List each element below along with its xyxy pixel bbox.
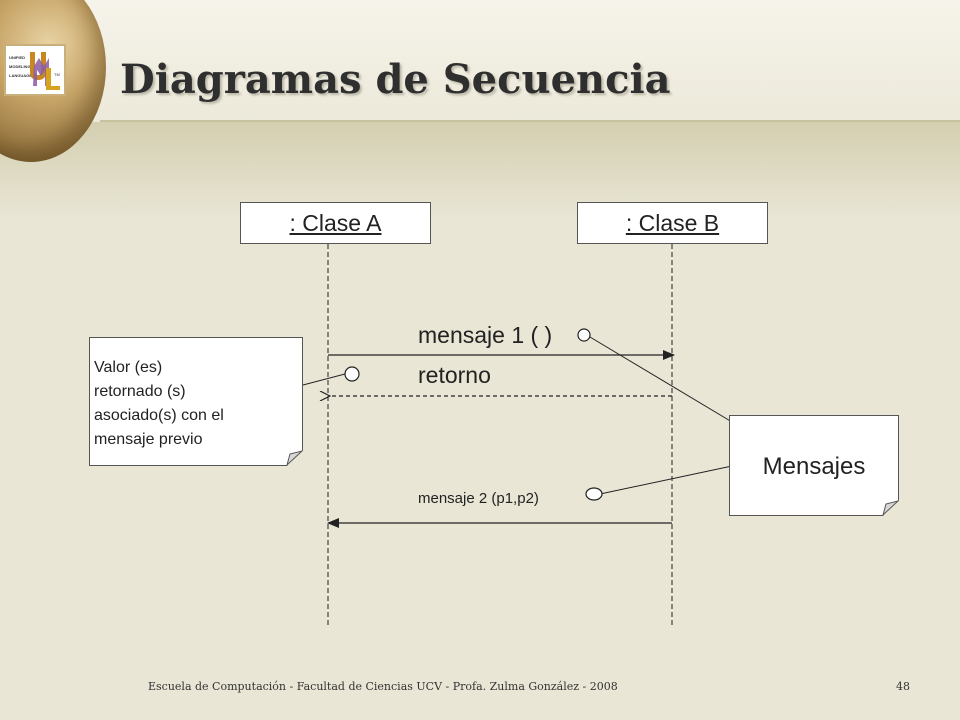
uml-logo: UNIFIED MODELING LANGUAGE TM (4, 44, 66, 96)
note-return-values: Valor (es) retornado (s) asociado(s) con… (89, 337, 303, 466)
note-line: mensaje previo (94, 431, 203, 448)
logo-l-shape (46, 68, 60, 90)
connector-retorno-note (302, 373, 346, 386)
note-mensajes: Mensajes (729, 415, 899, 516)
header-band (0, 122, 960, 220)
logo-trademark: TM (54, 72, 60, 77)
connector-mensaje2-note (599, 465, 733, 495)
slide-footer: Escuela de Computación - Facultad de Cie… (148, 680, 618, 693)
return-label: retorno (418, 362, 491, 388)
message-2-label: mensaje 2 (p1,p2) (418, 490, 539, 507)
message-1-label: mensaje 1 ( ) (418, 322, 553, 348)
note-right-fold (882, 500, 899, 516)
logo-line-2: MODELING (9, 64, 31, 69)
note-mensajes-label: Mensajes (762, 453, 866, 480)
logo-line-1: UNIFIED (9, 55, 25, 60)
logo-m-shape (33, 58, 49, 86)
message-2-anchor (585, 487, 603, 501)
lifeline-box-clase-b: : Clase B (577, 202, 768, 244)
note-line: asociado(s) con el (94, 407, 224, 424)
header-divider (100, 120, 960, 122)
message-1-anchor (577, 328, 591, 342)
logo-line-3: LANGUAGE (9, 73, 32, 78)
lifeline-label-clase-b: : Clase B (625, 210, 720, 236)
lifeline-label-clase-a: : Clase A (289, 210, 382, 236)
lifeline-box-clase-a: : Clase A (240, 202, 431, 244)
slide-title: Diagramas de Secuencia (120, 56, 671, 103)
note-left-fold (286, 450, 303, 466)
connector-mensaje1-note (589, 336, 733, 423)
note-line: retornado (s) (94, 383, 186, 400)
slide-header (0, 0, 960, 122)
uml-logo-mark: UNIFIED MODELING LANGUAGE TM (9, 52, 60, 90)
return-anchor (344, 366, 360, 382)
page-number: 48 (896, 680, 910, 693)
note-line: Valor (es) (94, 359, 163, 376)
